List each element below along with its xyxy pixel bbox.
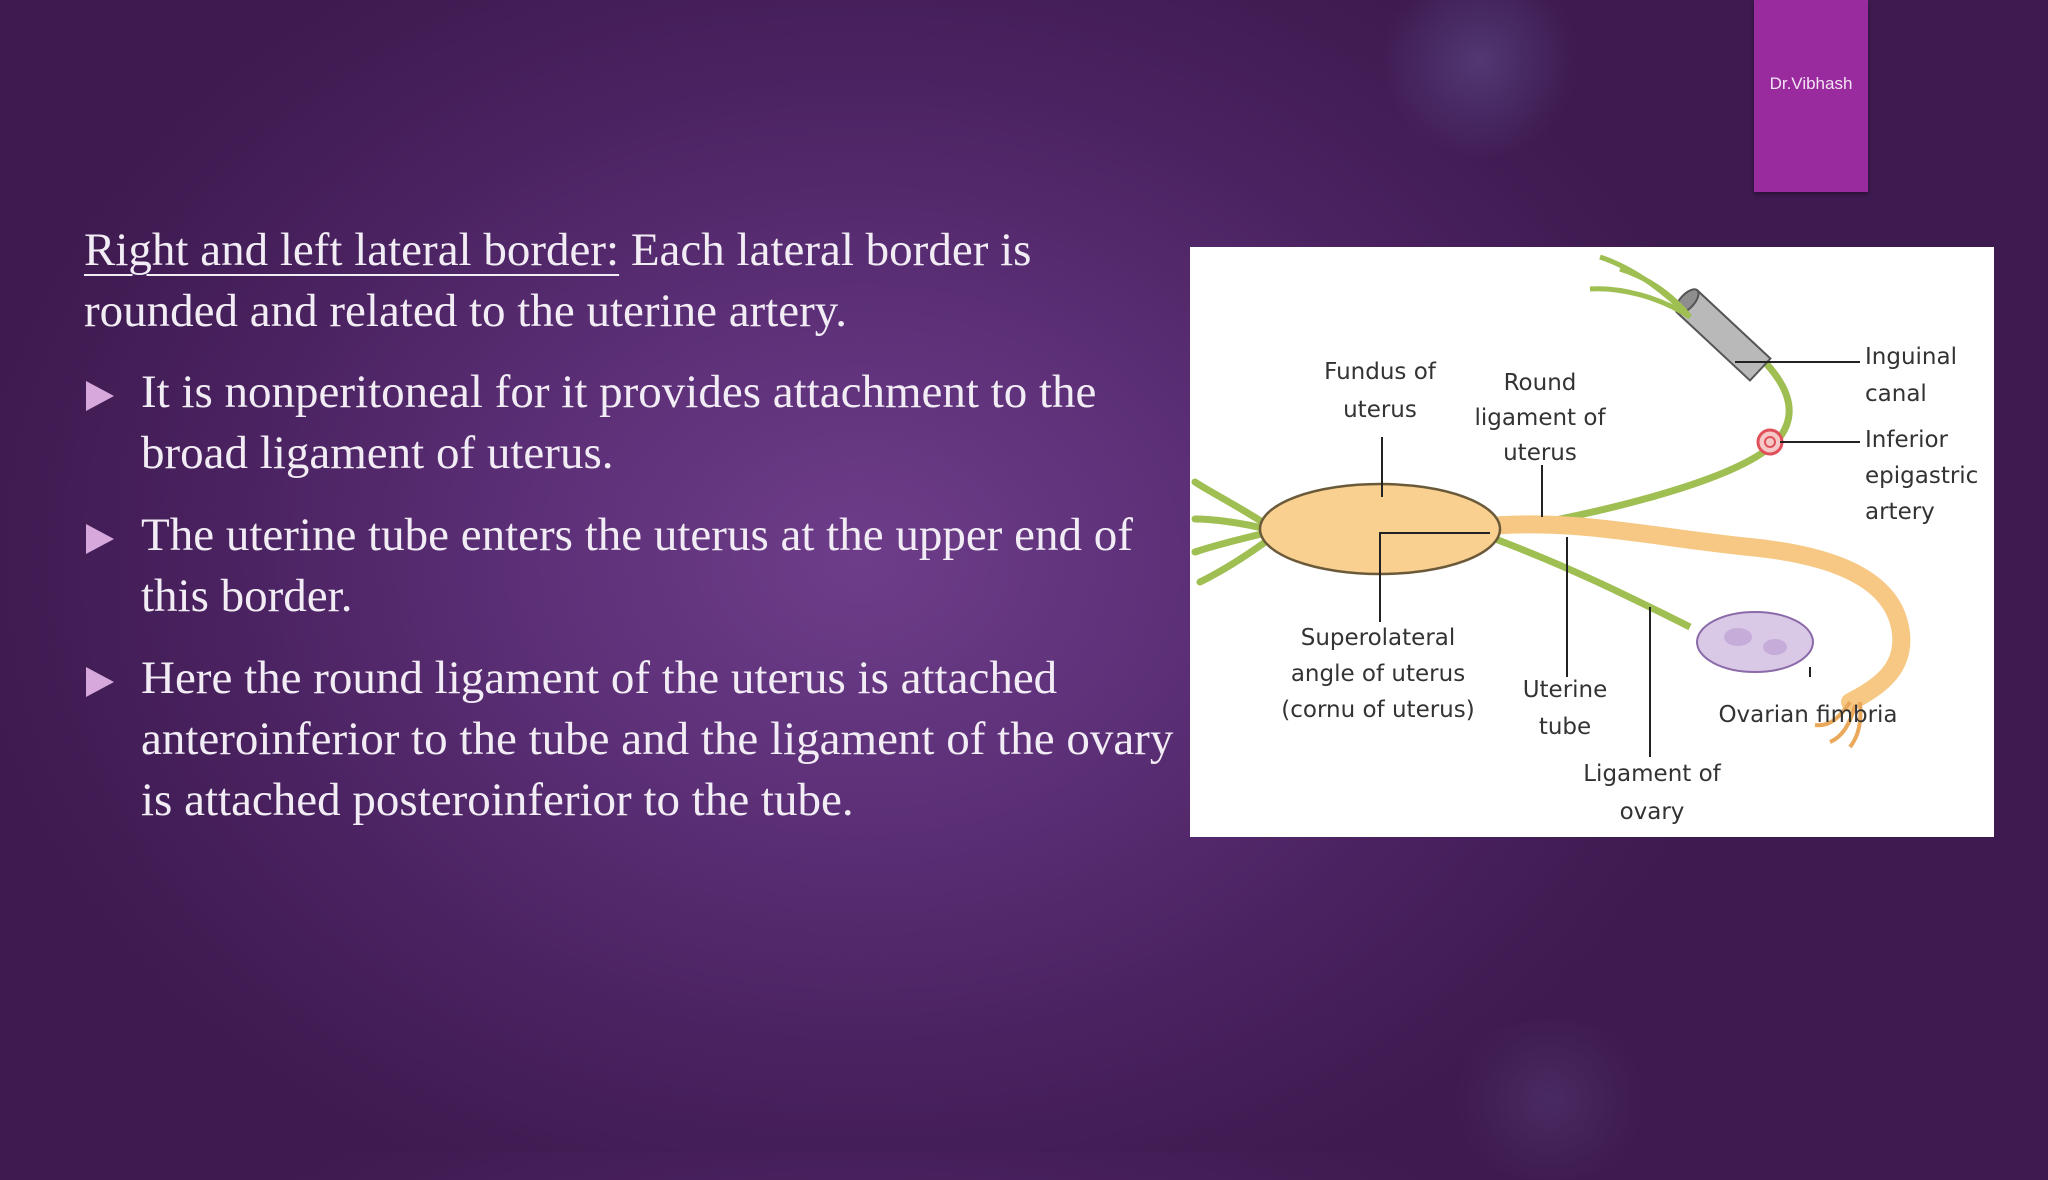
lead-paragraph: Right and left lateral border: Each late… xyxy=(84,220,1184,342)
label-superolateral-angle: angle of uterus xyxy=(1291,661,1465,687)
triangle-bullet-icon xyxy=(86,524,114,554)
ligament-of-ovary xyxy=(1488,533,1692,631)
canal-fibre xyxy=(1619,266,1692,319)
left-ligament-strand xyxy=(1196,533,1276,586)
label-epigastric-artery: epigastric xyxy=(1865,463,1978,489)
bullet-text: The uterine tube enters the uterus at th… xyxy=(141,509,1133,622)
label-round-ligament: uterus xyxy=(1503,440,1577,466)
epigastric-artery-icon xyxy=(1756,428,1784,456)
triangle-bullet-icon xyxy=(86,667,114,697)
ovary-follicle xyxy=(1724,628,1752,646)
label-round-ligament: Round xyxy=(1504,370,1577,396)
lead-heading: Right and left lateral border: xyxy=(84,224,620,276)
label-inguinal-canal: Inguinal xyxy=(1865,344,1957,370)
author-name: Dr.Vibhash xyxy=(1769,74,1853,93)
label-inguinal-canal: canal xyxy=(1865,381,1927,407)
epigastric-artery-inner xyxy=(1764,436,1776,448)
bullet-text: Here the round ligament of the uterus is… xyxy=(141,652,1174,826)
label-round-ligament: ligament of xyxy=(1474,405,1606,431)
list-item: Here the round ligament of the uterus is… xyxy=(84,648,1184,831)
slide-text: Right and left lateral border: Each late… xyxy=(84,220,1184,852)
label-uterine-tube: Uterine xyxy=(1523,677,1608,703)
label-epigastric-artery: artery xyxy=(1865,499,1935,525)
lead-text: Each lateral border is rounded and relat… xyxy=(84,224,1032,337)
leader-lines xyxy=(1379,361,1860,757)
label-ligament-of-ovary: Ligament of xyxy=(1583,761,1721,787)
label-superolateral-angle: Superolateral xyxy=(1301,625,1456,651)
label-superolateral-angle: (cornu of uterus) xyxy=(1281,697,1474,723)
triangle-bullet-icon xyxy=(86,381,114,411)
label-fundus: uterus xyxy=(1343,397,1417,423)
uterus-diagram: Fundus of uterus Round ligament of uteru… xyxy=(1190,247,1994,837)
list-item: The uterine tube enters the uterus at th… xyxy=(84,505,1184,627)
round-ligament xyxy=(1489,354,1793,536)
label-ligament-of-ovary: ovary xyxy=(1620,799,1685,825)
author-tag: Dr.Vibhash xyxy=(1754,0,1868,192)
fimbria xyxy=(1829,704,1857,744)
background-glow xyxy=(1440,1020,1660,1180)
ovary-shape xyxy=(1696,611,1814,673)
uterine-tube xyxy=(1471,515,1911,711)
canal-fibres xyxy=(1589,254,1692,320)
canal-fibre xyxy=(1589,286,1692,320)
label-epigastric-artery: Inferior xyxy=(1865,427,1949,453)
label-uterine-tube: tube xyxy=(1539,714,1591,740)
fimbriae xyxy=(1814,700,1863,749)
bullet-text: It is nonperitoneal for it provides atta… xyxy=(141,366,1097,479)
bullet-list: It is nonperitoneal for it provides atta… xyxy=(84,362,1184,831)
label-ovarian-fimbria: Ovarian fimbria xyxy=(1718,702,1897,728)
label-fundus: Fundus of xyxy=(1324,359,1437,385)
ovary-follicle xyxy=(1763,639,1787,655)
fimbria xyxy=(1848,701,1863,749)
leader-superolateral xyxy=(1379,532,1490,622)
background-glow xyxy=(1380,0,1580,160)
inguinal-canal xyxy=(1674,288,1772,382)
list-item: It is nonperitoneal for it provides atta… xyxy=(84,362,1184,484)
uterus-diagram-svg: Fundus of uterus Round ligament of uteru… xyxy=(1191,254,1978,825)
fimbria xyxy=(1814,700,1852,728)
